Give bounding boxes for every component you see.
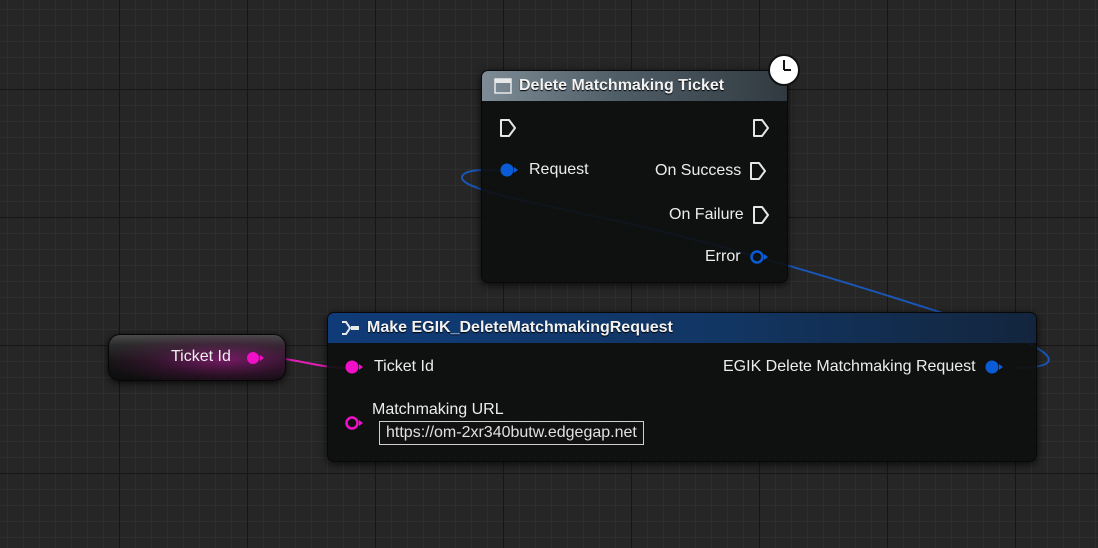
ticket-id-output-pin-icon[interactable] [245, 349, 267, 367]
struct-hollow-pin-icon [749, 250, 768, 264]
request-label: Request [529, 161, 589, 178]
exec-pin-icon [750, 162, 767, 180]
error-output-pin[interactable]: Error [705, 248, 771, 266]
on-failure-output-pin[interactable]: On Failure [669, 205, 770, 225]
matchmaking-url-label: Matchmaking URL [372, 401, 504, 418]
egik-delete-request-output-pin[interactable]: EGIK Delete Matchmaking Request [723, 358, 1006, 376]
on-failure-label: On Failure [669, 206, 744, 223]
string-hollow-pin-icon[interactable] [344, 414, 366, 432]
string-pin-icon [345, 360, 363, 374]
ticket-id-label: Ticket Id [374, 358, 434, 375]
exec-pin-icon [752, 206, 769, 224]
node-title: Make EGIK_DeleteMatchmakingRequest [367, 319, 673, 336]
exec-pin-icon [500, 119, 516, 137]
struct-pin-icon [500, 163, 518, 177]
exec-pin-icon [753, 119, 769, 137]
request-input-pin[interactable]: Request [499, 161, 589, 179]
delete-matchmaking-ticket-node[interactable]: Delete Matchmaking Ticket Request On Suc… [481, 70, 788, 283]
exec-input-pin[interactable] [499, 118, 517, 138]
function-window-icon [494, 78, 512, 94]
make-delete-matchmaking-request-node[interactable]: Make EGIK_DeleteMatchmakingRequest Ticke… [327, 312, 1037, 462]
make-struct-icon [342, 321, 359, 335]
variable-label: Ticket Id [171, 348, 231, 365]
node-header[interactable]: Delete Matchmaking Ticket [482, 71, 787, 101]
struct-pin-icon [985, 360, 1003, 374]
error-label: Error [705, 248, 741, 265]
on-success-output-pin[interactable]: On Success [655, 161, 767, 181]
node-title: Delete Matchmaking Ticket [519, 77, 725, 94]
node-header[interactable]: Make EGIK_DeleteMatchmakingRequest [328, 313, 1036, 343]
clock-icon [768, 54, 800, 86]
egik-output-label: EGIK Delete Matchmaking Request [723, 358, 976, 375]
exec-output-pin[interactable] [752, 118, 770, 138]
ticket-id-input-pin[interactable]: Ticket Id [344, 358, 434, 376]
matchmaking-url-input-pin[interactable]: Matchmaking URL [344, 401, 504, 419]
matchmaking-url-field[interactable]: https://om-2xr340butw.edgegap.net [379, 421, 644, 445]
on-success-label: On Success [655, 162, 742, 179]
ticket-id-variable-node[interactable]: Ticket Id [108, 334, 286, 381]
